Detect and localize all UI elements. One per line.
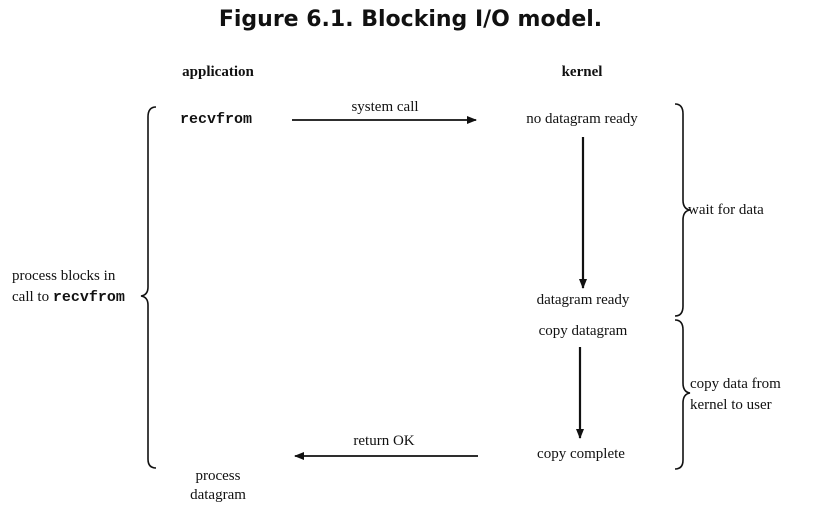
process-datagram-line2-label: datagram [190,487,246,503]
process-datagram-line1-label: process [195,468,241,484]
process-blocks-line2-text: call to [12,289,53,305]
kernel-column-heading: kernel [561,64,603,80]
system-call-label: system call [351,99,419,115]
copy-data-brace [674,319,691,470]
return-ok-label: return OK [353,433,415,449]
recvfrom-inline-code: recvfrom [52,289,125,306]
process-blocks-line2: call to recvfrom [12,288,125,306]
process-blocks-line1-label: process blocks in [12,268,116,284]
recvfrom-call-label: recvfrom [179,111,253,128]
copy-datagram-label: copy datagram [538,323,628,339]
wait-for-data-brace [674,103,691,317]
application-column-heading: application [182,64,254,80]
process-blocks-brace [140,106,157,469]
datagram-ready-label: datagram ready [536,292,630,308]
copy-complete-label: copy complete [537,446,625,462]
no-datagram-ready-label: no datagram ready [526,111,638,127]
copy-data-line1-label: copy data from [690,376,781,392]
figure-title: Figure 6.1. Blocking I/O model. [218,7,603,32]
wait-for-data-label: wait for data [688,202,764,218]
copy-data-line2-label: kernel to user [690,397,772,413]
